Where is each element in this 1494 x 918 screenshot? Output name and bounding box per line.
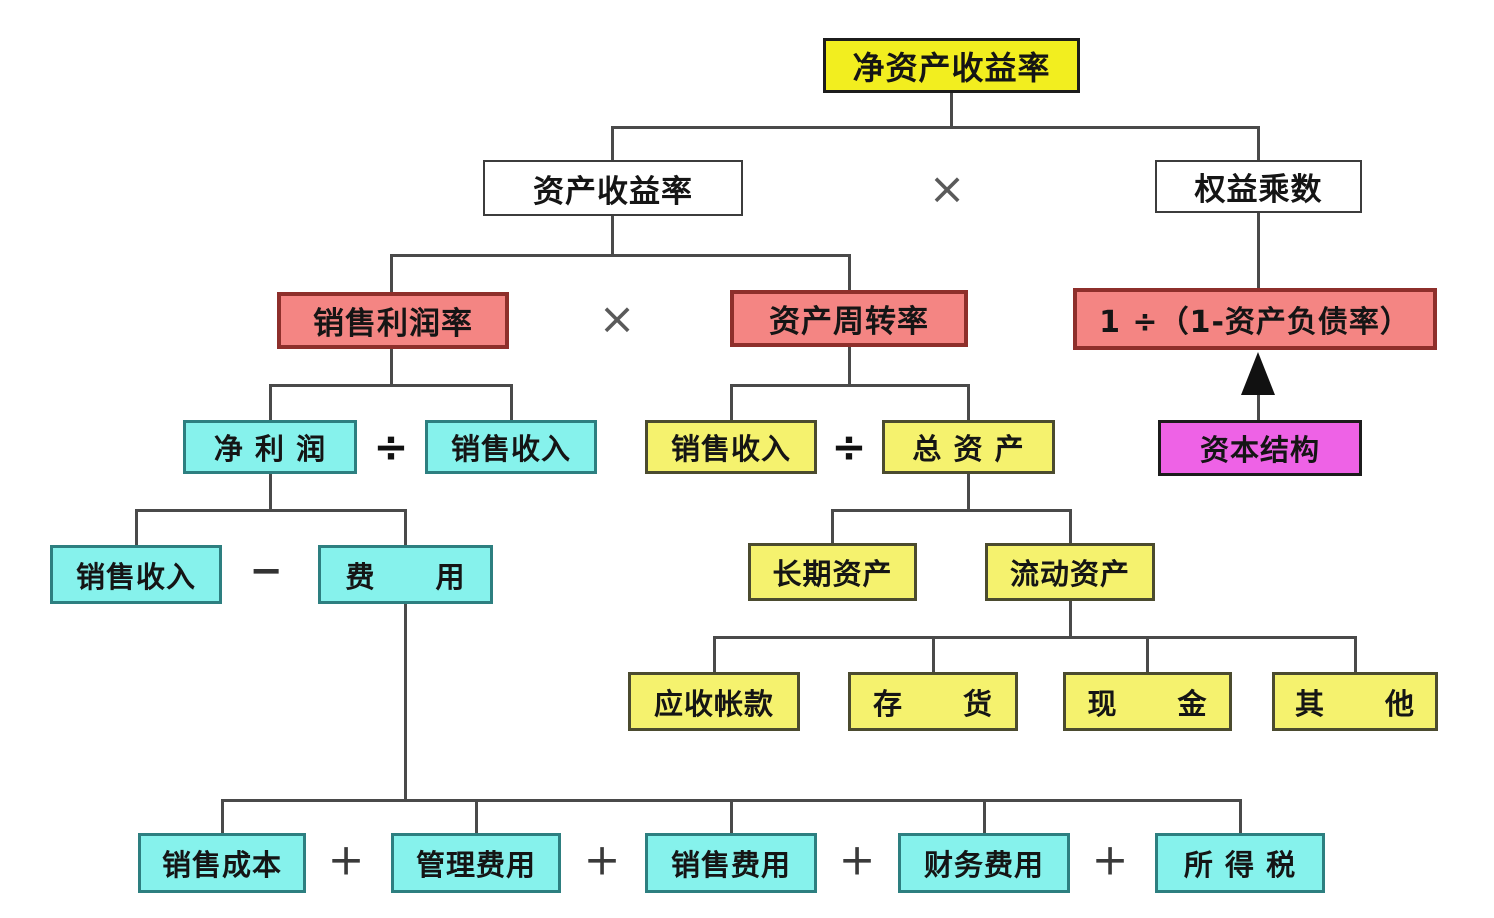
node-capital-structure: 资本结构 [1158, 420, 1362, 476]
node-profit-margin: 销售利润率 [277, 292, 509, 349]
plus-operator: + [327, 834, 365, 886]
connector-line [221, 799, 224, 833]
node-long-term-assets: 长期资产 [748, 543, 917, 601]
connector-line [1146, 636, 1149, 672]
connector-line [848, 346, 851, 386]
connector-line [713, 636, 1357, 639]
connector-line [611, 126, 614, 162]
connector-line [135, 509, 406, 512]
connector-line [730, 384, 733, 420]
node-leverage-formula: 1 ÷（1-资产负债率） [1073, 288, 1437, 350]
divide-operator: ÷ [831, 422, 867, 472]
connector-line [1069, 600, 1072, 638]
plus-operator: + [583, 834, 621, 886]
connector-line [1239, 799, 1242, 833]
connector-line [269, 384, 272, 420]
connector-line [269, 473, 272, 511]
connector-line [1257, 126, 1260, 162]
node-sales-revenue-a: 销售收入 [425, 420, 597, 474]
connector-line [932, 636, 935, 672]
connector-line [967, 384, 970, 420]
connector-line [1257, 390, 1260, 420]
connector-line [135, 509, 138, 545]
connector-line [404, 509, 407, 545]
node-admin-expenses: 管理费用 [391, 833, 561, 893]
node-roe: 净资产收益率 [823, 38, 1080, 93]
plus-operator: + [1091, 834, 1129, 886]
connector-line [611, 215, 614, 257]
connector-line [831, 509, 1070, 512]
node-roa: 资产收益率 [483, 160, 743, 216]
node-asset-turnover: 资产周转率 [730, 290, 968, 347]
multiply-operator: × [928, 163, 966, 215]
node-cost-of-sales: 销售成本 [138, 833, 306, 893]
connector-line [831, 509, 834, 543]
node-sales-revenue-c: 销售收入 [50, 545, 222, 604]
connector-line [475, 799, 478, 833]
connector-line [848, 254, 851, 294]
connector-line [390, 254, 393, 294]
arrow-up-icon [1241, 352, 1275, 395]
connector-line [269, 384, 512, 387]
connector-line [404, 603, 407, 801]
node-selling-expenses: 销售费用 [645, 833, 817, 893]
node-expenses: 费 用 [318, 545, 493, 604]
node-sales-revenue-b: 销售收入 [645, 420, 817, 474]
connector-line [1354, 636, 1357, 672]
multiply-operator: × [598, 293, 636, 345]
node-cash: 现 金 [1063, 672, 1232, 731]
node-income-tax: 所 得 税 [1155, 833, 1325, 893]
connector-line [611, 126, 1259, 129]
connector-line [730, 799, 733, 833]
node-total-assets: 总 资 产 [882, 420, 1055, 474]
node-accounts-receivable: 应收帐款 [628, 672, 800, 731]
node-other: 其 他 [1272, 672, 1438, 731]
connector-line [730, 384, 968, 387]
connector-line [390, 348, 393, 386]
node-net-profit: 净 利 润 [183, 420, 357, 474]
connector-line [983, 799, 986, 833]
connector-line [510, 384, 513, 420]
connector-line [390, 254, 850, 257]
plus-operator: + [838, 834, 876, 886]
connector-line [713, 636, 716, 672]
divide-operator: ÷ [373, 422, 409, 472]
connector-line [1069, 509, 1072, 543]
connector-line [967, 473, 970, 511]
minus-operator: − [249, 548, 283, 594]
node-financial-expenses: 财务费用 [898, 833, 1070, 893]
node-equity-multiplier: 权益乘数 [1155, 160, 1362, 213]
node-current-assets: 流动资产 [985, 543, 1155, 601]
node-inventory: 存 货 [848, 672, 1018, 731]
connector-line [950, 92, 953, 128]
connector-line [1257, 212, 1260, 290]
